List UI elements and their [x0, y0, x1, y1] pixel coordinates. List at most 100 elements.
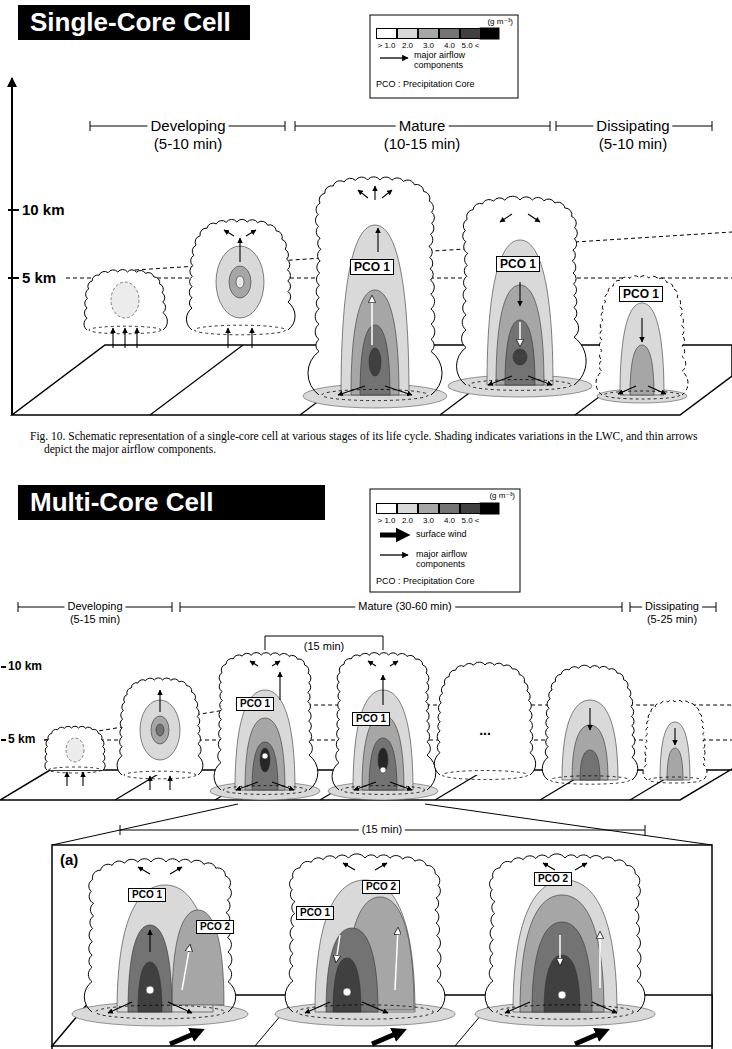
- airflow-arrow: [239, 238, 240, 262]
- liquid-water-core: [326, 928, 378, 1012]
- cloud-outline: [186, 219, 295, 330]
- title-text: Single-Core Cell: [30, 5, 238, 40]
- precipitation-core-label: PCO 1: [296, 906, 334, 920]
- stage-duration: (5-15 min): [70, 613, 120, 626]
- axis-tick: [8, 277, 19, 279]
- stage-duration: (5-10 min): [599, 135, 667, 152]
- cloud-outline: [214, 653, 318, 790]
- airflow-arrow: [374, 186, 375, 200]
- legend-swatch: [439, 503, 460, 514]
- airflow-arrow: [66, 772, 67, 786]
- airflow-arrow: [648, 386, 666, 394]
- stage-duration: (5-25 min): [647, 613, 697, 626]
- legend-swatch: [376, 28, 397, 39]
- liquid-water-core: [660, 722, 690, 780]
- cloud-outline: [596, 276, 688, 395]
- airflow-arrow: [358, 190, 368, 198]
- liquid-water-core: [544, 955, 580, 1012]
- airflow-arrow: [382, 190, 392, 198]
- surface-wind-arrow: [575, 1032, 603, 1044]
- cloud-body: [285, 854, 445, 1012]
- legend-arrow: [380, 554, 408, 555]
- airflow-arrow: [559, 935, 561, 965]
- airflow-arrow: [224, 230, 234, 236]
- legend-text: 5.0 <: [461, 516, 479, 525]
- liquid-water-core: [572, 725, 608, 780]
- core-label-text: PCO 2: [366, 881, 396, 893]
- airflow-arrow: [251, 328, 252, 348]
- inset-frame: [52, 845, 712, 1049]
- liquid-water-core: [667, 748, 683, 780]
- airflow-arrow: [375, 863, 387, 870]
- stage-label: Mature (30-60 min): [355, 600, 455, 613]
- inset-leader: [425, 804, 712, 845]
- cloud-body: [596, 276, 688, 395]
- airflow-arrow: [168, 1002, 192, 1013]
- figure-caption: Fig. 10. Schematic representation of a s…: [30, 430, 710, 456]
- airflow-arrow: [368, 661, 376, 666]
- airflow-arrow: [488, 376, 512, 385]
- cloud-base: [469, 380, 572, 391]
- airflow-arrow: [336, 935, 340, 962]
- airflow-arrow: [519, 282, 520, 306]
- airflow-arrow: [112, 328, 113, 348]
- legend-text: 2.0: [402, 516, 413, 525]
- airflow-arrow: [371, 296, 373, 345]
- cloud-body: [643, 700, 707, 780]
- legend-swatch: [460, 503, 481, 514]
- liquid-water-core: [235, 690, 295, 790]
- precipitation-core-label: PCO 1: [236, 697, 274, 711]
- precipitation-core-label: PCO 1: [352, 712, 390, 726]
- airflow-arrow: [170, 867, 182, 874]
- airflow-arrow: [108, 1002, 132, 1013]
- liquid-water-core: [378, 748, 388, 772]
- legend-text: 3.0: [423, 516, 434, 525]
- legend-text: 3.0: [423, 41, 434, 50]
- legend-arrow: [380, 57, 408, 58]
- airflow-arrow: [169, 776, 170, 790]
- liquid-water-core: [520, 895, 604, 1012]
- liquid-water-core: [562, 700, 618, 780]
- cloud-cells: [45, 177, 707, 1044]
- legend-text: PCO : Precipitation Core: [376, 576, 475, 586]
- airflow-arrow: [82, 772, 83, 786]
- liquid-water-core: [532, 922, 592, 1012]
- cloud-outline: [434, 662, 535, 775]
- liquid-water-core: [315, 880, 415, 1012]
- airflow-arrow: [354, 782, 376, 790]
- height-label: 10 km: [22, 201, 65, 218]
- height-axis: [11, 78, 13, 415]
- airflow-arrow: [149, 776, 150, 790]
- airflow-arrow: [182, 945, 190, 990]
- precipitation-core-label: PCO 2: [196, 920, 234, 934]
- core-label-text: PCO 1: [300, 907, 330, 919]
- unit-label: (g m⁻³): [489, 491, 515, 500]
- cloud-base: [124, 771, 196, 779]
- core-label-text: PCO 1: [356, 713, 386, 725]
- legend-bar-end: [480, 503, 499, 514]
- legend-swatch: [418, 503, 439, 514]
- height-label: 10 km: [8, 660, 42, 674]
- precipitation-core-label: PCO 1: [350, 259, 394, 275]
- liquid-water-core: [111, 282, 139, 318]
- stage-label: Dissipating: [642, 600, 702, 613]
- cloud-body: [457, 196, 587, 385]
- cloud-outline: [285, 854, 445, 1012]
- airflow-arrow: [305, 1002, 330, 1013]
- stage-bracket: [18, 121, 716, 650]
- airflow-arrow: [592, 1002, 617, 1013]
- axis-tick: [1, 666, 6, 668]
- duration-label: (15 min): [359, 823, 405, 836]
- liquid-water-core: [513, 349, 527, 365]
- cloud-body: [542, 665, 637, 780]
- cloud-body: [117, 678, 203, 775]
- cloud-base: [194, 325, 285, 335]
- liquid-water-core: [369, 738, 397, 790]
- airflow-arrow: [227, 328, 228, 348]
- core-label-text: PCO 2: [200, 921, 230, 933]
- airflow-arrow: [279, 672, 280, 700]
- airflow-arrow: [338, 386, 365, 395]
- legend-text: 2.0: [402, 41, 413, 50]
- liquid-water-core: [505, 320, 535, 385]
